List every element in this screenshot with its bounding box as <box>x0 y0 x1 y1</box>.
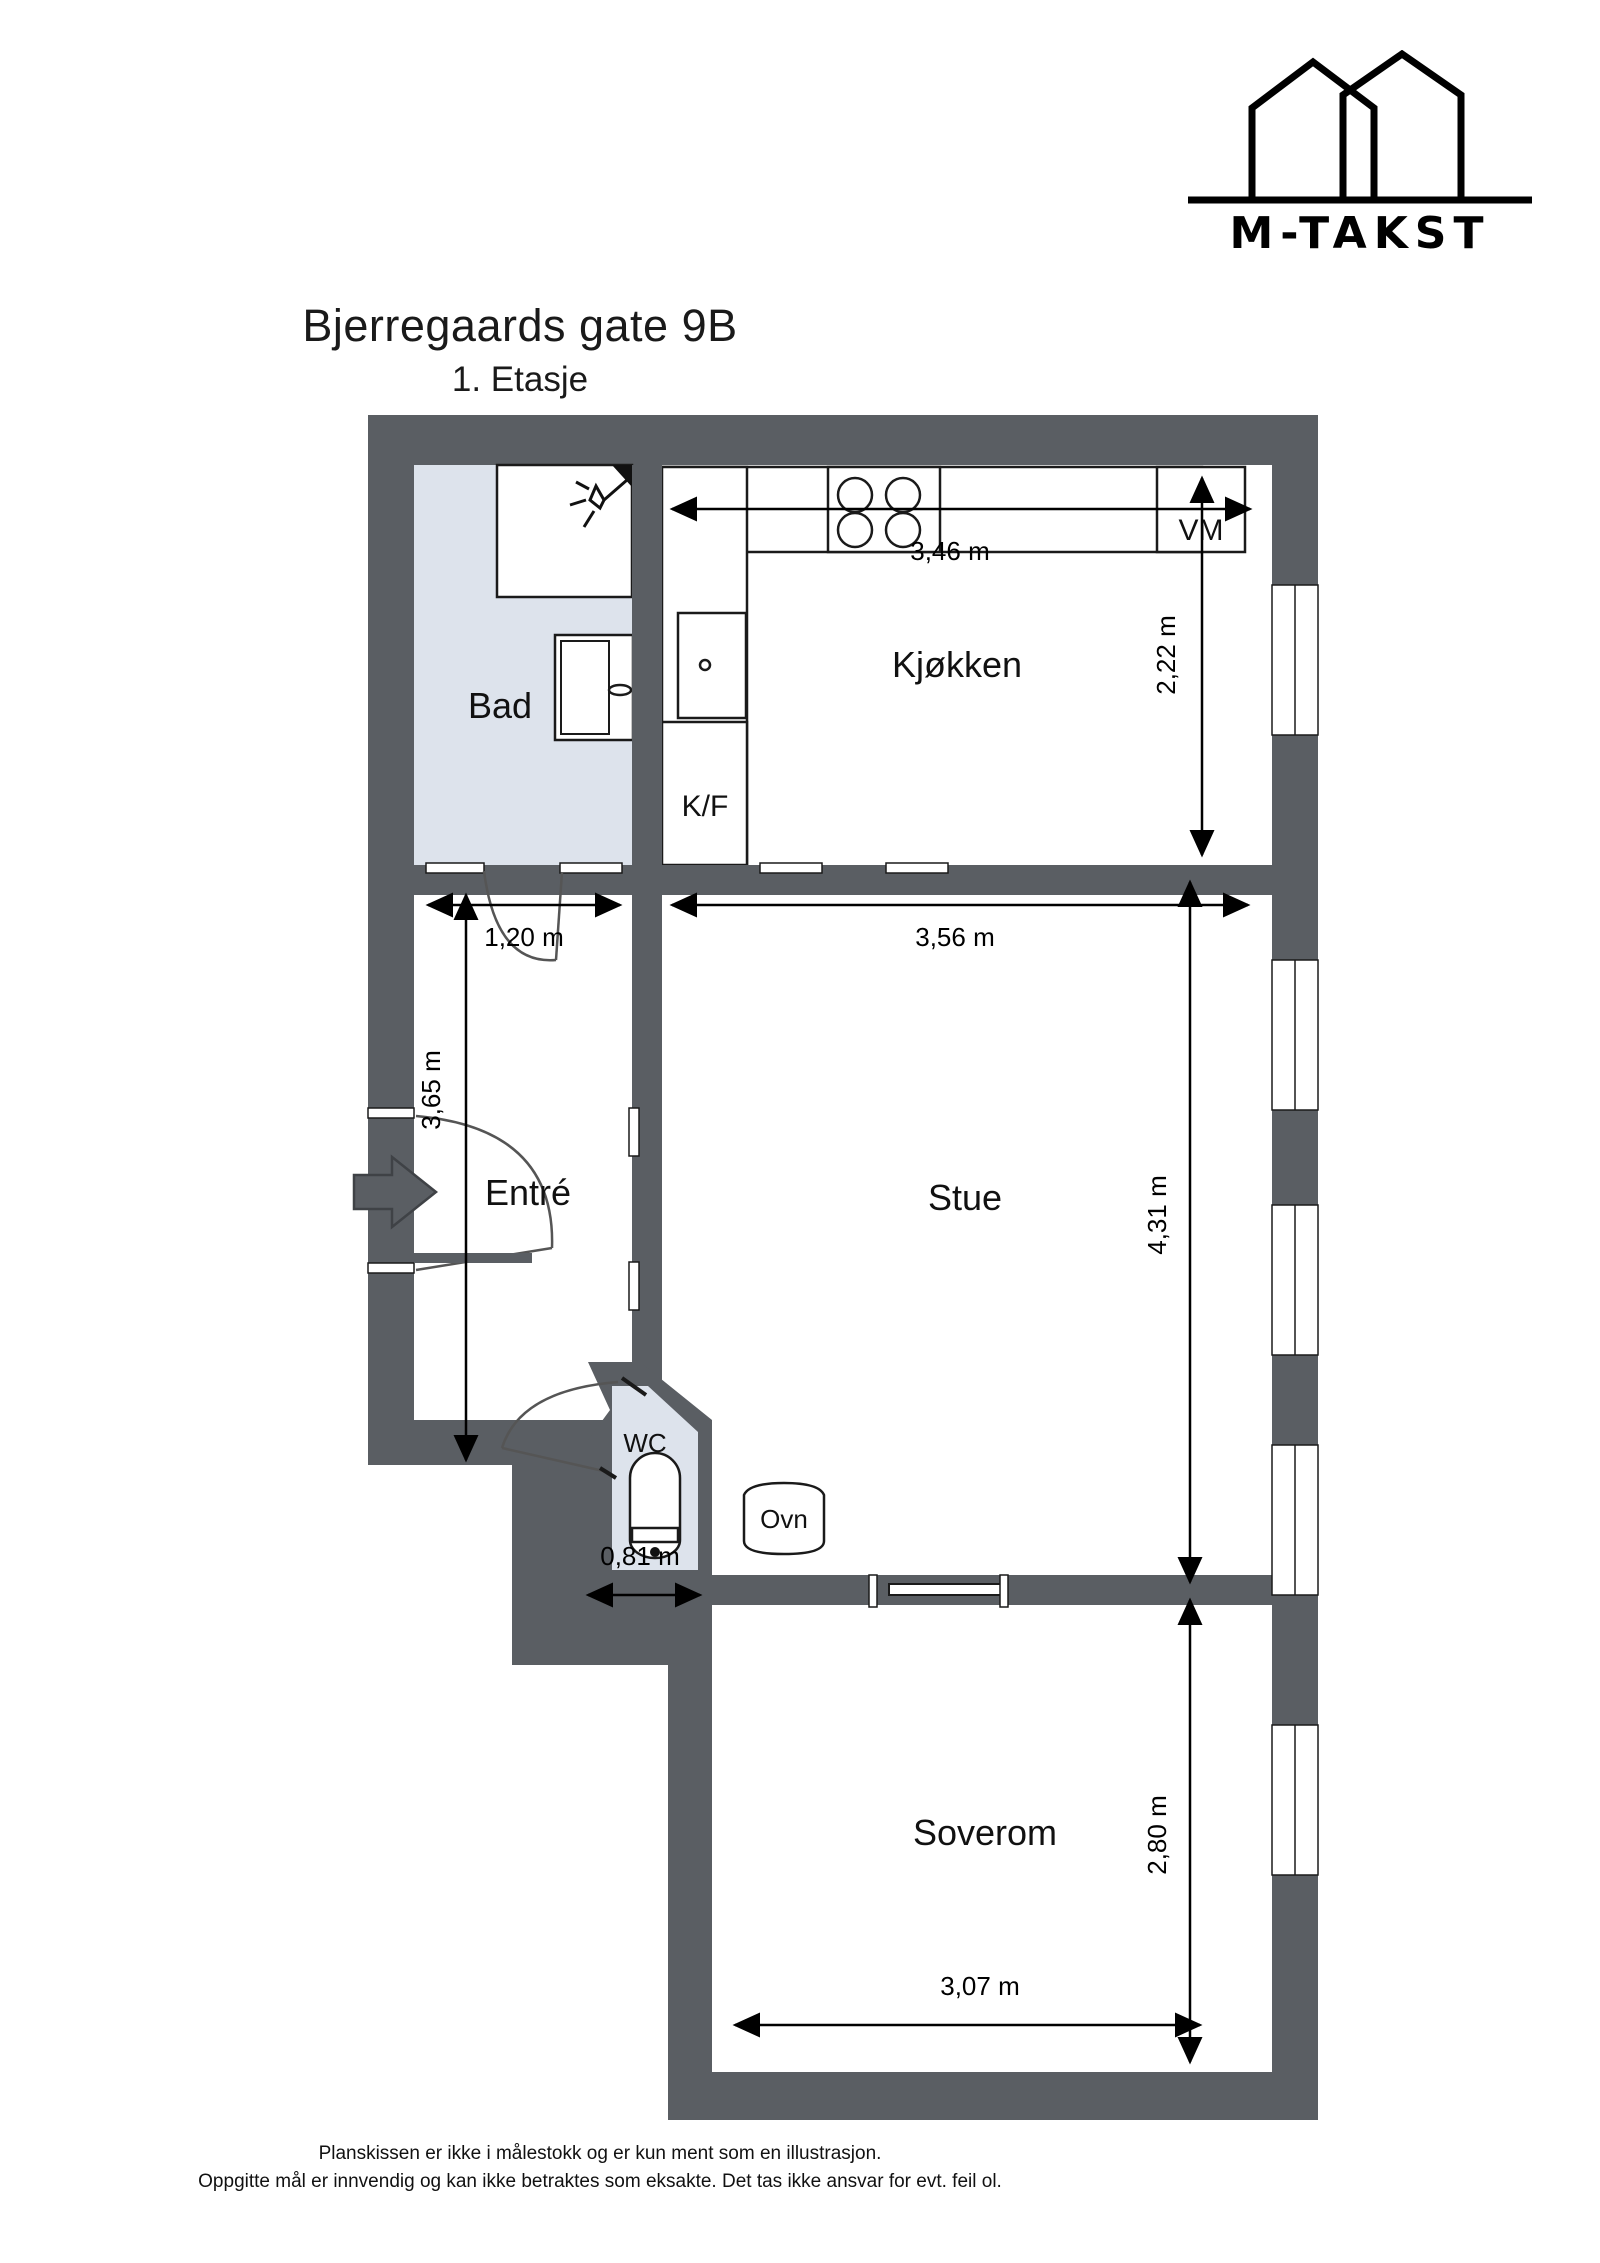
room-label-kjokken: Kjøkken <box>892 644 1022 685</box>
dimension-entre-width: 1,20 m <box>484 922 564 952</box>
window-4 <box>1271 1444 1319 1596</box>
two-houses-icon <box>1188 50 1532 204</box>
room-label-bad: Bad <box>468 685 532 726</box>
fixture-label-ovn: Ovn <box>760 1504 808 1534</box>
room-wc: WC <box>612 1386 698 1570</box>
dimension-soverom-depth: 2,80 m <box>1142 1795 1172 1875</box>
dimension-stue-depth: 4,31 m <box>1142 1175 1172 1255</box>
dimension-entre-depth: 3,65 m <box>416 1050 446 1130</box>
bathroom-sink-icon <box>553 633 635 742</box>
soverom-partition <box>712 1574 1272 1608</box>
dimension-soverom-width: 3,07 m <box>940 1971 1020 2001</box>
dimension-kitchen-depth: 2,22 m <box>1151 615 1181 695</box>
dimension-wc-width: 0,81 m <box>600 1541 680 1571</box>
window-2 <box>1271 959 1319 1111</box>
room-label-wc: WC <box>623 1428 666 1458</box>
dimension-stue-width: 3,56 m <box>915 922 995 952</box>
brand-logo: M-TAKST <box>1180 50 1540 280</box>
toilet-icon <box>628 1451 682 1560</box>
fixture-ovn: Ovn <box>742 1481 826 1556</box>
disclaimer-line-2: Oppgitte mål er innvendig og kan ikke be… <box>198 2170 1002 2192</box>
entrance-arrow-icon <box>352 1154 439 1230</box>
windows <box>1271 584 1319 1876</box>
fixture-kf: K/F <box>660 720 749 867</box>
room-label-stue: Stue <box>928 1177 1002 1218</box>
kitchen-sink-icon <box>676 611 748 720</box>
doors <box>367 862 949 1480</box>
window-3 <box>1271 1204 1319 1356</box>
fixture-label-kf: K/F <box>682 790 729 823</box>
room-label-soverom: Soverom <box>913 1812 1057 1853</box>
window-5 <box>1271 1724 1319 1876</box>
page-title: Bjerregaards gate 9B <box>302 300 738 351</box>
window-1 <box>1271 584 1319 736</box>
brand-name: M-TAKST <box>1229 208 1491 259</box>
door-stue <box>628 1107 640 1311</box>
shower-head-icon <box>569 465 632 528</box>
room-label-entre: Entré <box>485 1172 571 1213</box>
door-wc <box>500 1376 648 1480</box>
disclaimer-line-1: Planskissen er ikke i målestokk og er ku… <box>318 2143 882 2164</box>
dimension-kitchen-width: 3,46 m <box>910 536 990 566</box>
disclaimer: Planskissen er ikke i målestokk og er ku… <box>0 2140 1600 2195</box>
room-bad: Bad <box>414 463 635 865</box>
page-subtitle: 1. Etasje <box>451 360 589 399</box>
